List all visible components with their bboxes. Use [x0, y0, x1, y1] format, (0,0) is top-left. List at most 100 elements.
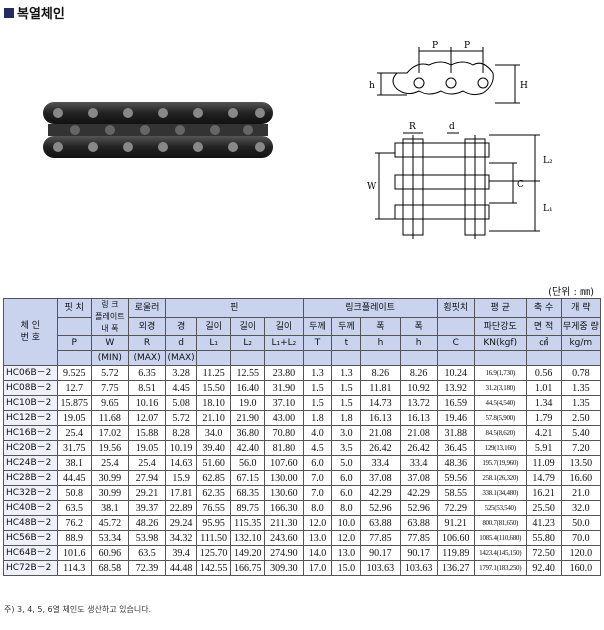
- page-title: 복열체인: [4, 3, 65, 22]
- table-cell: 31.75: [56, 440, 92, 456]
- table-cell: 10.19: [165, 440, 198, 456]
- sym-W: W: [90, 335, 129, 351]
- lim-blank-6: [331, 350, 362, 366]
- sym-hh: h: [399, 335, 438, 351]
- cell-model: HC28B－2: [3, 470, 58, 486]
- table-cell: 8.0: [331, 500, 362, 516]
- table-cell: 1.34: [525, 395, 562, 411]
- lim-blank-9: [436, 350, 475, 366]
- sym-cm2: ㎠: [525, 335, 562, 351]
- table-cell: 5.08: [165, 395, 198, 411]
- table-cell: 34.32: [165, 530, 198, 546]
- table-cell: 44.5(4,540): [473, 395, 527, 411]
- table-cell: 17.0: [302, 560, 333, 576]
- header-area2: 면 적: [525, 317, 562, 336]
- table-cell: 1.35: [560, 380, 602, 396]
- table-cell: 16.9(1,730): [473, 365, 527, 381]
- header-area: 축 수: [525, 297, 562, 319]
- table-cell: 45.72: [90, 515, 129, 531]
- table-cell: 130.60: [264, 485, 304, 501]
- label-h: h: [369, 81, 375, 91]
- table-cell: 50.8: [56, 485, 92, 501]
- table-cell: 15.50: [196, 380, 232, 396]
- table-cell: 19.56: [90, 440, 129, 456]
- table-cell: 1.5: [302, 395, 333, 411]
- table-cell: 12.55: [230, 365, 266, 381]
- table-cell: 10.24: [436, 365, 475, 381]
- header-model: 체 인 번 호: [3, 298, 58, 366]
- table-cell: 52.96: [360, 500, 401, 516]
- table-cell: 5.0: [331, 455, 362, 471]
- lim-blank-8: [399, 350, 438, 366]
- header-weight2: 무게중 량: [560, 317, 602, 336]
- table-cell: 4.21: [525, 425, 562, 441]
- table-cell: 59.56: [436, 470, 475, 486]
- table-cell: 11.81: [360, 380, 401, 396]
- table-cell: 7.0: [302, 470, 333, 486]
- label-C: C: [517, 180, 524, 190]
- table-cell: 8.26: [399, 365, 438, 381]
- table-cell: 5.91: [525, 440, 562, 456]
- table-cell: 21.0: [560, 485, 602, 501]
- sym-d: d: [165, 335, 198, 351]
- table-cell: 44.48: [165, 560, 198, 576]
- table-cell: 2.50: [560, 410, 602, 426]
- table-cell: 29.21: [127, 485, 167, 501]
- table-cell: 57.8(5,900): [473, 410, 527, 426]
- table-cell: 53.34: [90, 530, 129, 546]
- table-cell: 14.73: [360, 395, 401, 411]
- cell-model: HC72B－2: [3, 560, 58, 576]
- table-cell: 160.0: [560, 560, 602, 576]
- header-len3: 길이: [264, 317, 304, 336]
- table-cell: 31.88: [436, 425, 475, 441]
- table-cell: 103.63: [399, 560, 438, 576]
- label-H: H: [520, 81, 528, 91]
- header-pitch-blank: [56, 317, 92, 336]
- table-cell: 1.3: [302, 365, 333, 381]
- table-cell: 34.0: [196, 425, 232, 441]
- table-cell: 125.70: [196, 545, 232, 561]
- table-cell: 31.90: [264, 380, 304, 396]
- table-cell: 120.0: [560, 545, 602, 561]
- sym-P: P: [56, 335, 92, 351]
- table-cell: 19.05: [127, 440, 167, 456]
- table-cell: 243.60: [264, 530, 304, 546]
- cell-model: HC20B－2: [3, 440, 58, 456]
- sym-R: R: [127, 335, 167, 351]
- table-cell: 33.4: [360, 455, 401, 471]
- table-cell: 55.80: [525, 530, 562, 546]
- table-cell: 25.4: [90, 455, 129, 471]
- table-cell: 0.78: [560, 365, 602, 381]
- table-cell: 130.00: [264, 470, 304, 486]
- table-cell: 63.5: [56, 500, 92, 516]
- table-cell: 525(53,540): [473, 500, 527, 516]
- header-link-inner: 링 크 플레이트 내 폭: [90, 298, 129, 336]
- table-cell: 111.50: [196, 530, 232, 546]
- lim-R: (MAX): [127, 350, 167, 366]
- table-cell: 15.88: [127, 425, 167, 441]
- table-cell: 14.0: [302, 545, 333, 561]
- table-cell: 38.1: [56, 455, 92, 471]
- table-cell: 26.42: [360, 440, 401, 456]
- sym-L2: L₂: [230, 335, 266, 351]
- table-cell: 16.13: [399, 410, 438, 426]
- table-cell: 68.58: [90, 560, 129, 576]
- table-cell: 800.7(81,650): [473, 515, 527, 531]
- table-cell: 16.21: [525, 485, 562, 501]
- table-cell: 13.0: [331, 545, 362, 561]
- table-cell: 15.9: [165, 470, 198, 486]
- table-cell: 42.40: [230, 440, 266, 456]
- sym-h: h: [360, 335, 401, 351]
- table-cell: 62.35: [196, 485, 232, 501]
- table-cell: 22.89: [165, 500, 198, 516]
- table-cell: 10.92: [399, 380, 438, 396]
- table-cell: 115.35: [230, 515, 266, 531]
- table-cell: 39.40: [196, 440, 232, 456]
- table-cell: 5.72: [165, 410, 198, 426]
- cell-model: HC24B－2: [3, 455, 58, 471]
- table-cell: 39.37: [127, 500, 167, 516]
- table-cell: 72.39: [127, 560, 167, 576]
